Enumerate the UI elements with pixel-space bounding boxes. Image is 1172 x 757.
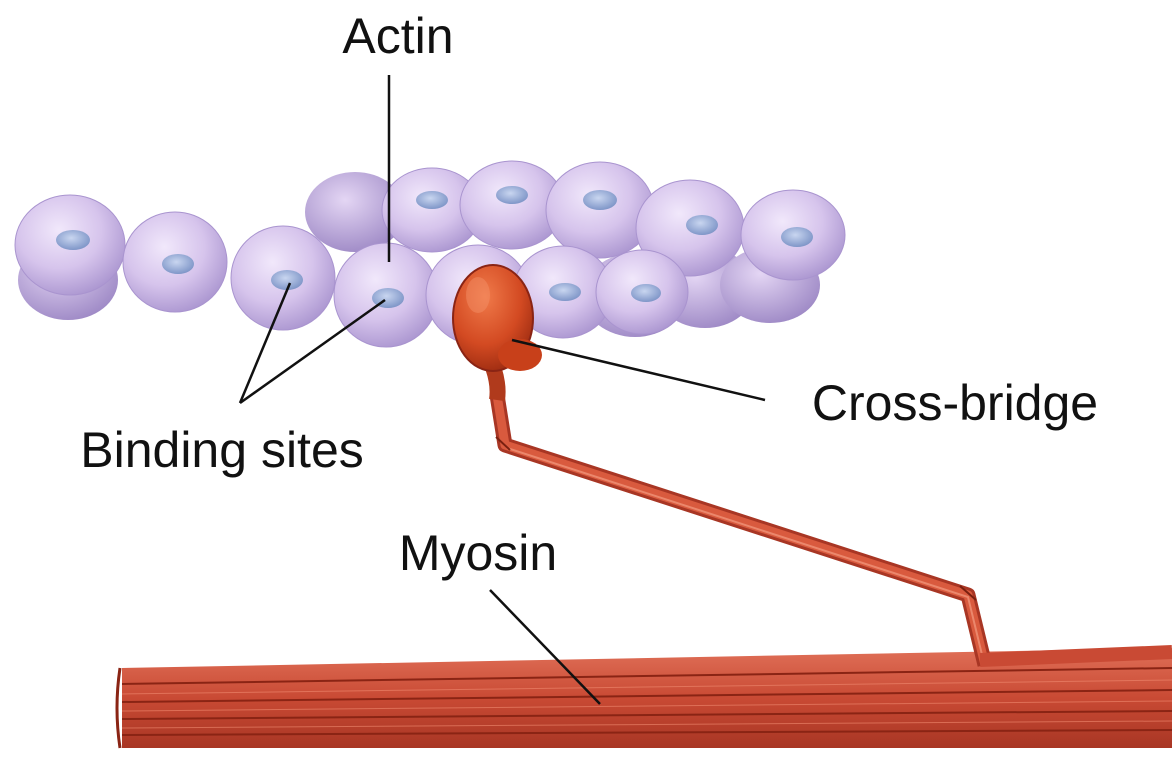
actin-site [781,227,813,247]
myosin-label: Myosin [399,525,557,581]
actin-site [56,230,90,250]
actin-site [631,284,661,302]
actin-site [162,254,194,274]
actin-site [583,190,617,210]
actin-site [416,191,448,209]
actin-site [496,186,528,204]
cross-bridge-label: Cross-bridge [812,375,1098,431]
actin-site [686,215,718,235]
cross-bridge-leader-line [512,340,765,400]
binding-sites-label: Binding sites [80,422,364,478]
cross-bridge-arm [497,395,985,665]
actin-label: Actin [342,8,453,64]
actin-site [549,283,581,301]
